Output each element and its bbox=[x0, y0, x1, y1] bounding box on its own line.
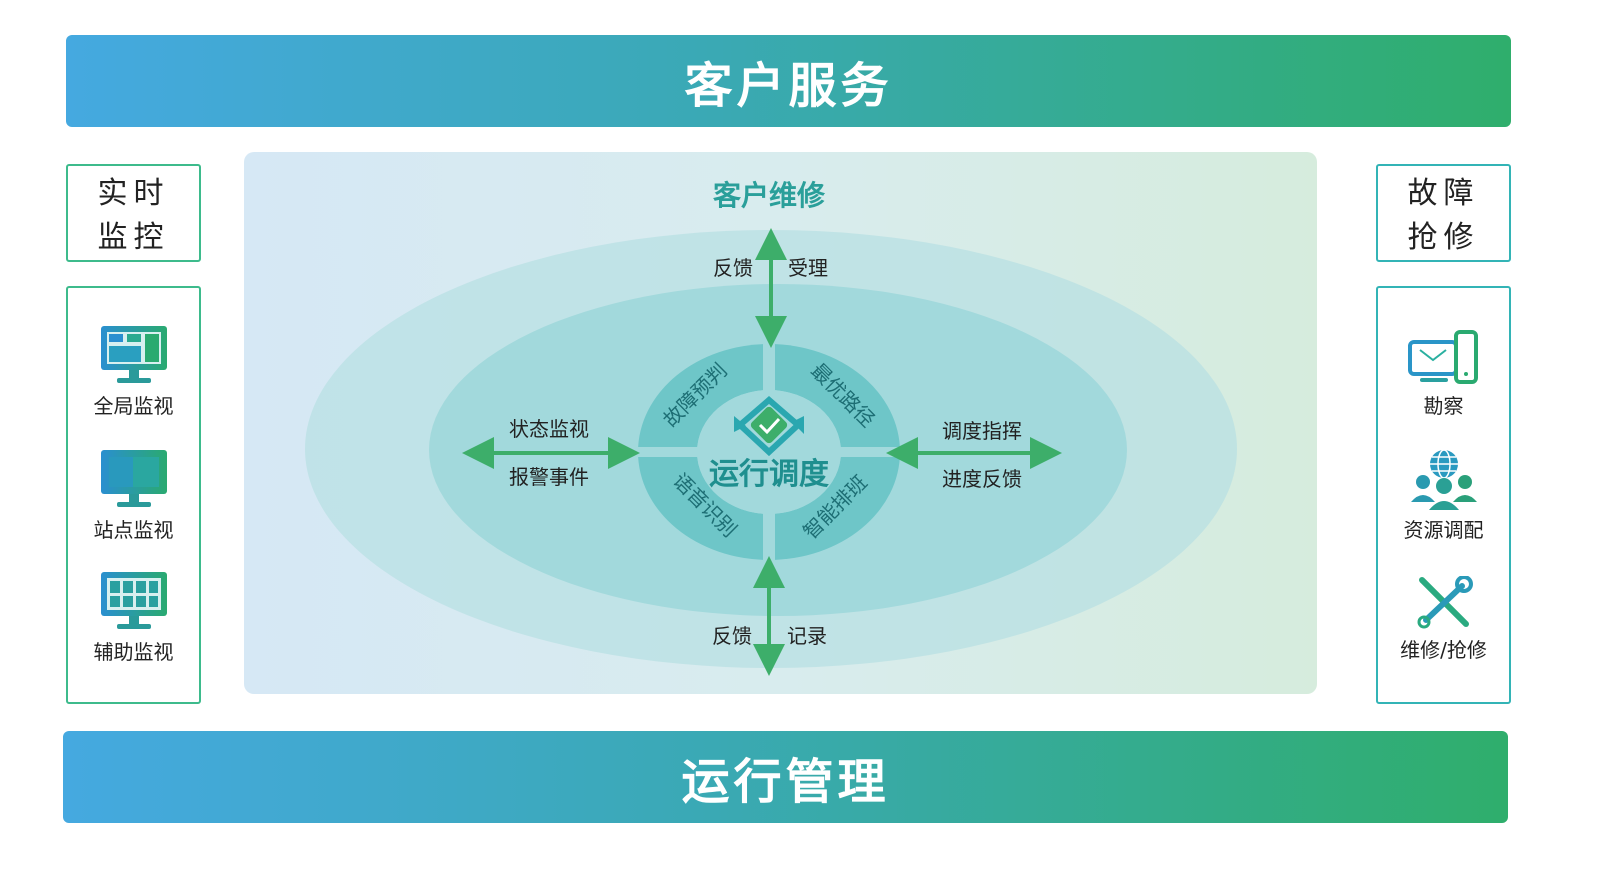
monitor-icon bbox=[100, 450, 167, 507]
devices-icon bbox=[1407, 330, 1478, 384]
global-monitor-item[interactable]: 全局监视 bbox=[68, 324, 199, 419]
fault-repair-title-box: 故障 抢修 bbox=[1376, 164, 1511, 262]
customer-repair-title: 客户维修 bbox=[713, 179, 826, 212]
survey-label: 勘察 bbox=[1423, 394, 1464, 418]
aux-monitor-item[interactable]: 辅助监视 bbox=[68, 570, 199, 665]
left-panel: 全局监视 站点监视 辅助监视 bbox=[66, 286, 201, 704]
repair-item[interactable]: 维修/抢修 bbox=[1378, 576, 1509, 663]
bottom-right-label: 记录 bbox=[787, 624, 827, 648]
right-title-line2: 抢修 bbox=[1407, 220, 1480, 255]
top-banner-title: 客户服务 bbox=[684, 58, 893, 114]
right-top-label: 调度指挥 bbox=[942, 419, 1022, 443]
bottom-left-label: 反馈 bbox=[712, 624, 752, 648]
team-globe-icon bbox=[1410, 449, 1477, 510]
bottom-banner-title: 运行管理 bbox=[681, 754, 890, 810]
left-title-line2: 监控 bbox=[97, 220, 170, 255]
global-monitor-label: 全局监视 bbox=[93, 394, 174, 418]
customer-repair-panel: 客户维修 反馈 受理 反馈 记录 状态监视 报警事件 调度指挥 进度反馈 故障预… bbox=[244, 152, 1317, 694]
aux-monitor-label: 辅助监视 bbox=[93, 640, 174, 664]
monitor-tiles-icon bbox=[100, 572, 167, 629]
left-title-line1: 实时 bbox=[97, 176, 170, 211]
top-right-label: 受理 bbox=[788, 256, 828, 280]
resource-dispatch-label: 资源调配 bbox=[1403, 518, 1484, 542]
resource-dispatch-item[interactable]: 资源调配 bbox=[1378, 448, 1509, 543]
core-dispatch-label: 运行调度 bbox=[709, 457, 829, 492]
left-top-label: 状态监视 bbox=[509, 417, 589, 441]
left-bottom-label: 报警事件 bbox=[509, 465, 589, 489]
top-banner: 客户服务 bbox=[66, 35, 1511, 127]
dispatch-check-icon bbox=[734, 396, 804, 457]
right-title-line1: 故障 bbox=[1407, 176, 1480, 211]
repair-label: 维修/抢修 bbox=[1400, 638, 1487, 662]
right-bottom-label: 进度反馈 bbox=[942, 467, 1022, 491]
top-left-label: 反馈 bbox=[713, 256, 753, 280]
right-panel: 勘察 资源调配 维修/抢修 bbox=[1376, 286, 1511, 704]
bottom-banner: 运行管理 bbox=[63, 731, 1508, 823]
realtime-monitor-title-box: 实时 监控 bbox=[66, 164, 201, 262]
survey-item[interactable]: 勘察 bbox=[1378, 330, 1509, 419]
dispatch-diagram: 客户维修 反馈 受理 反馈 记录 状态监视 报警事件 调度指挥 进度反馈 故障预… bbox=[305, 179, 1237, 676]
monitor-grid-icon bbox=[100, 326, 167, 383]
site-monitor-label: 站点监视 bbox=[93, 518, 174, 542]
site-monitor-item[interactable]: 站点监视 bbox=[68, 448, 199, 543]
tools-icon bbox=[1417, 576, 1473, 629]
